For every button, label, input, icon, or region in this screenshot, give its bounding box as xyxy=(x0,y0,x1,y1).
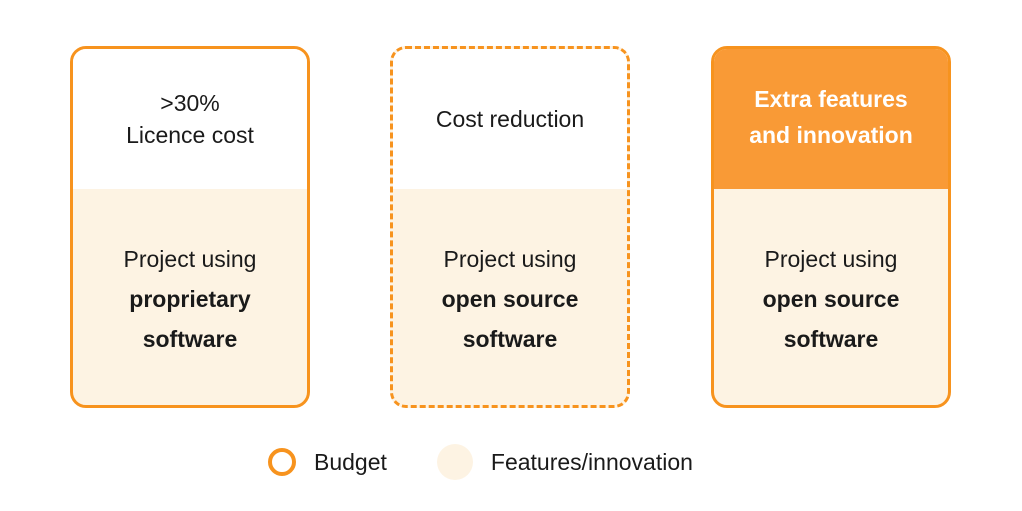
card-top-line: Extra features xyxy=(754,86,908,112)
card-bottom-bold-line: software xyxy=(462,326,558,352)
card-proprietary: >30% Licence cost Project using propriet… xyxy=(70,46,310,408)
card-top-line: Licence cost xyxy=(126,122,254,148)
legend: Budget Features/innovation xyxy=(268,444,693,480)
card-bottom-bold-line: open source xyxy=(441,286,579,312)
card-top-budget: >30% Licence cost xyxy=(73,49,307,189)
card-top-highlight: Extra features and innovation xyxy=(714,49,948,189)
features-dot-icon xyxy=(436,444,473,480)
legend-label-features: Features/innovation xyxy=(490,448,693,475)
card-top-line: Cost reduction xyxy=(435,106,585,132)
legend-item-features: Features/innovation xyxy=(436,444,693,480)
card-top-line: >30% xyxy=(160,90,220,116)
card-open-source-features: Extra features and innovation Project us… xyxy=(711,46,951,408)
card-top-line: and innovation xyxy=(749,122,913,148)
legend-item-budget: Budget xyxy=(268,448,387,476)
card-bottom-line: Project using xyxy=(123,246,257,272)
card-bottom-bold-line: software xyxy=(783,326,879,352)
card-bottom-bold-line: open source xyxy=(762,286,900,312)
card-bottom-line: Project using xyxy=(443,246,577,272)
card-bottom-features: Project using open source software xyxy=(714,189,948,359)
card-bottom-features: Project using open source software xyxy=(393,189,627,359)
card-bottom-line: Project using xyxy=(764,246,898,272)
card-top-budget: Cost reduction xyxy=(393,49,627,189)
card-bottom-bold-line: software xyxy=(142,326,238,352)
card-open-source-cost: Cost reduction Project using open source… xyxy=(390,46,630,408)
legend-label-budget: Budget xyxy=(314,448,387,475)
card-bottom-bold-line: proprietary xyxy=(129,286,251,312)
budget-ring-icon xyxy=(268,448,296,476)
card-bottom-features: Project using proprietary software xyxy=(73,189,307,359)
